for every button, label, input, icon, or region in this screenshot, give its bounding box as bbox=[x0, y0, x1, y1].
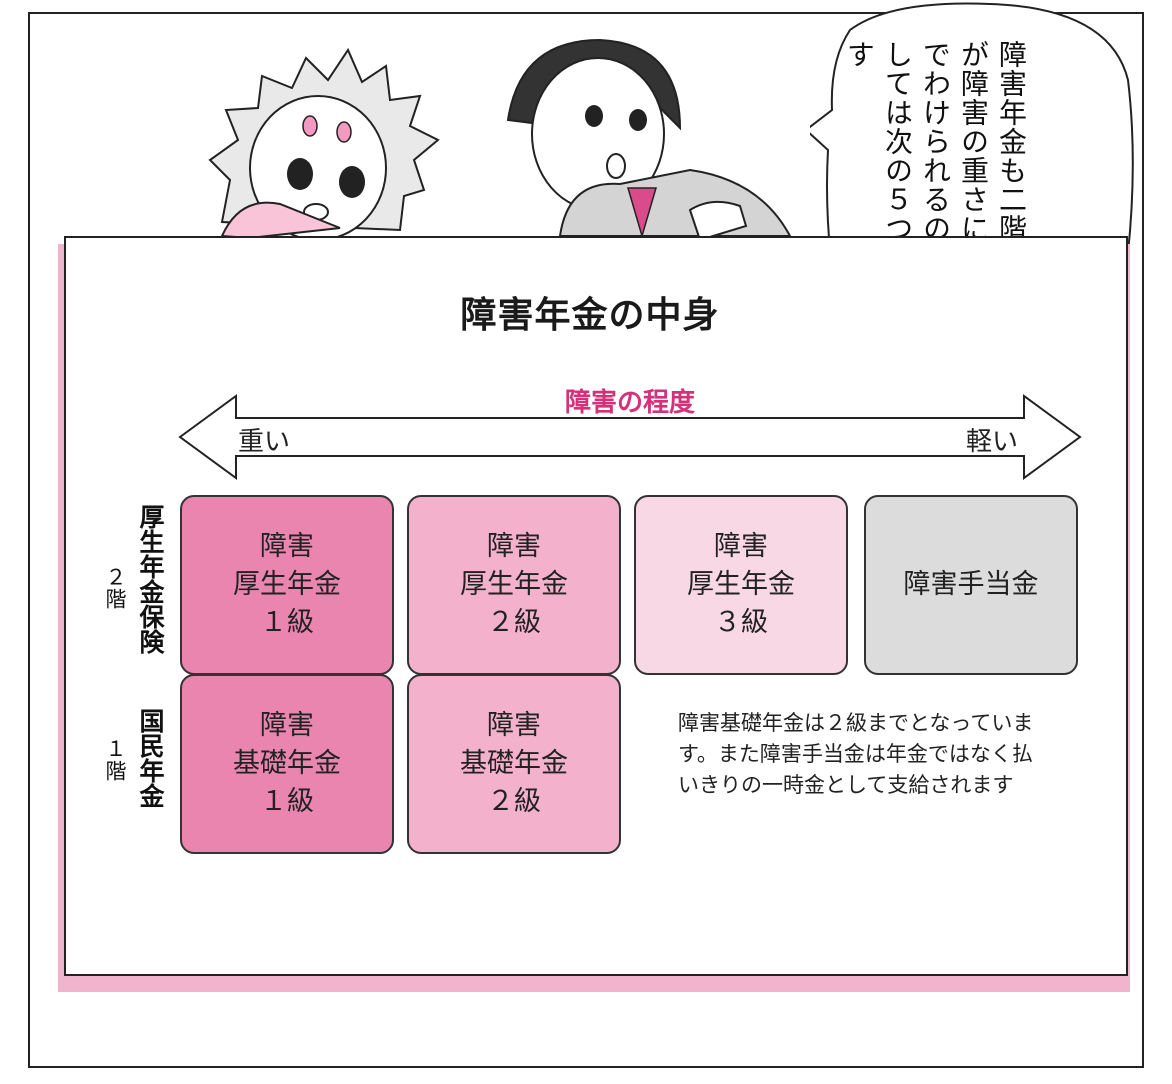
box-kosei-grade3-line1: 障害 bbox=[714, 531, 768, 562]
floor1-name: 国民年金 bbox=[136, 708, 165, 808]
severity-heavy-label: 重い bbox=[238, 427, 291, 457]
box-kosei-grade2: 障害 厚生年金 ２級 bbox=[407, 495, 621, 675]
box-kosei-grade1-line2: 厚生年金 bbox=[233, 569, 341, 600]
box-kosei-grade1-line1: 障害 bbox=[260, 531, 314, 562]
box-kosei-grade3: 障害 厚生年金 ３級 bbox=[634, 495, 848, 675]
comic-frame bbox=[28, 12, 1144, 1068]
floor1-number: １階 bbox=[103, 738, 127, 782]
man-character-icon bbox=[506, 38, 792, 242]
box-disability-allowance-line1: 障害手当金 bbox=[903, 569, 1039, 600]
box-kiso-grade2-line2: 基礎年金 bbox=[460, 748, 568, 779]
explanatory-note: 障害基礎年金は２級までとなっています。また障害手当金は年金ではなく払いきりの一時… bbox=[678, 711, 1034, 797]
box-kosei-grade2-line3: ２級 bbox=[487, 607, 541, 638]
box-kosei-grade3-line3: ３級 bbox=[714, 607, 768, 638]
double-arrow-icon bbox=[178, 394, 1082, 480]
floor2-number: ２階 bbox=[103, 566, 127, 610]
box-kiso-grade1: 障害 基礎年金 １級 bbox=[180, 674, 394, 854]
box-kosei-grade2-line1: 障害 bbox=[487, 531, 541, 562]
box-kosei-grade3-line2: 厚生年金 bbox=[687, 569, 795, 600]
box-kosei-grade1-line3: １級 bbox=[260, 607, 314, 638]
girl-character-icon bbox=[208, 47, 440, 241]
box-kiso-grade1-line1: 障害 bbox=[260, 710, 314, 741]
box-kiso-grade2-line3: ２級 bbox=[487, 786, 541, 817]
box-kiso-grade2: 障害 基礎年金 ２級 bbox=[407, 674, 621, 854]
box-kiso-grade1-line2: 基礎年金 bbox=[233, 748, 341, 779]
severity-scale-label: 障害の程度 bbox=[564, 388, 695, 418]
floor2-name: 厚生年金保険 bbox=[136, 504, 165, 654]
box-kosei-grade2-line2: 厚生年金 bbox=[460, 569, 568, 600]
box-disability-allowance: 障害手当金 bbox=[864, 495, 1078, 675]
box-kiso-grade1-line3: １級 bbox=[260, 786, 314, 817]
box-kiso-grade2-line1: 障害 bbox=[487, 710, 541, 741]
severity-light-label: 軽い bbox=[966, 427, 1019, 457]
diagram-title: 障害年金の中身 bbox=[460, 295, 720, 336]
box-kosei-grade1: 障害 厚生年金 １級 bbox=[180, 495, 394, 675]
